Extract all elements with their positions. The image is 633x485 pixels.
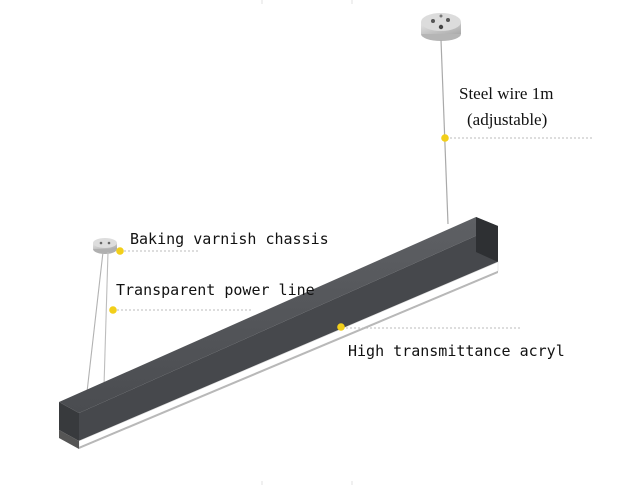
label-baking-varnish-chassis: Baking varnish chassis <box>130 230 329 248</box>
marker-dot-steel-wire <box>441 134 449 142</box>
label-transparent-power-line: Transparent power line <box>116 281 315 299</box>
marker-dot-baking-varnish <box>116 247 124 255</box>
power-line <box>103 251 109 387</box>
ceiling-canopy-left <box>93 238 117 254</box>
label-high-transmittance-acryl: High transmittance acryl <box>348 342 565 360</box>
ceiling-canopy-right <box>421 13 461 41</box>
label-adjustable: (adjustable) <box>467 110 548 129</box>
steel-wire-right <box>440 39 449 225</box>
marker-dot-power-line <box>109 306 117 314</box>
marker-dot-acryl <box>337 323 345 331</box>
steel-wire-left <box>86 251 104 393</box>
label-steel-wire: Steel wire 1m <box>459 84 554 103</box>
linear-fixture <box>59 217 499 449</box>
